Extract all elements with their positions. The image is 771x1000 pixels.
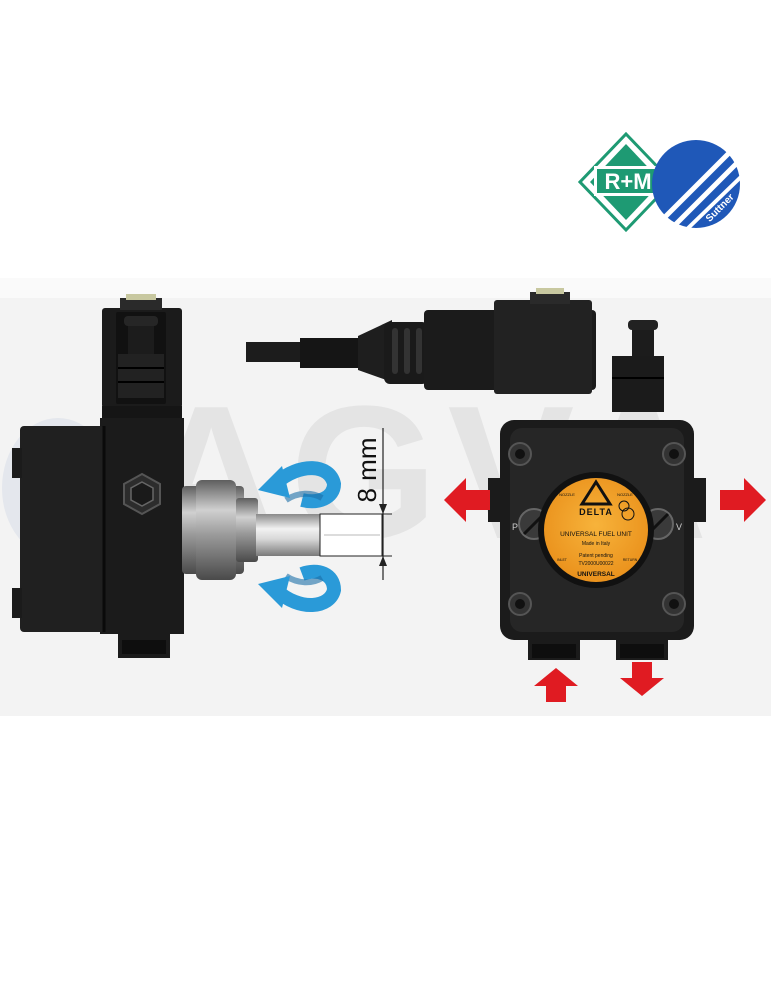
label-model: TV2000U00022 (578, 561, 613, 567)
label-patent: Patent pending (579, 553, 613, 559)
hex-plug-icon (123, 472, 161, 516)
label-product: UNIVERSAL FUEL UNIT (560, 531, 632, 538)
rotation-arrow-icon[interactable] (258, 564, 342, 612)
body-bolt (508, 442, 532, 466)
rm-suttner-logo: R+M Suttner (578, 132, 748, 236)
body-bolt (662, 592, 686, 616)
flow-arrow-icon (534, 668, 578, 702)
delta-label: DELTA NOZZLE NOZZLE UNIVERSAL FUEL UNIT … (538, 472, 654, 588)
side-letter-right: V (676, 522, 682, 532)
label-inlet: INLET (557, 558, 568, 562)
label-made-in: Made in Italy (582, 541, 611, 547)
label-nozzle-right: NOZZLE (617, 492, 633, 497)
pump-front-view: P V DELTA NOZZLE NOZZLE UNIVERSAL FUEL U… (246, 288, 706, 660)
side-letter-left: P (512, 522, 518, 532)
dimension-arrow-icon (379, 428, 392, 580)
body-bolt (508, 592, 532, 616)
flow-arrow-icon (720, 478, 766, 522)
logo-diamond: R+M (578, 132, 675, 233)
logo-diamond-text: R+M (604, 169, 651, 194)
body-bolt (662, 442, 686, 466)
label-brand: DELTA (579, 507, 613, 517)
pump-side-view: 8 mm (12, 294, 392, 658)
logo-circle: Suttner (652, 138, 748, 236)
pump-shaft (256, 513, 383, 557)
label-nozzle-left: NOZZLE (559, 492, 575, 497)
shaft-dimension-label: 8 mm (352, 438, 382, 503)
pump-diagram: AGVA (0, 278, 771, 716)
rotation-arrow-icon[interactable] (258, 461, 342, 509)
label-return: RETURN (623, 558, 638, 562)
flow-arrow-icon (620, 662, 664, 696)
delta-logo-icon (579, 479, 613, 506)
flow-arrow-icon (444, 478, 490, 522)
label-series: UNIVERSAL (577, 571, 615, 578)
